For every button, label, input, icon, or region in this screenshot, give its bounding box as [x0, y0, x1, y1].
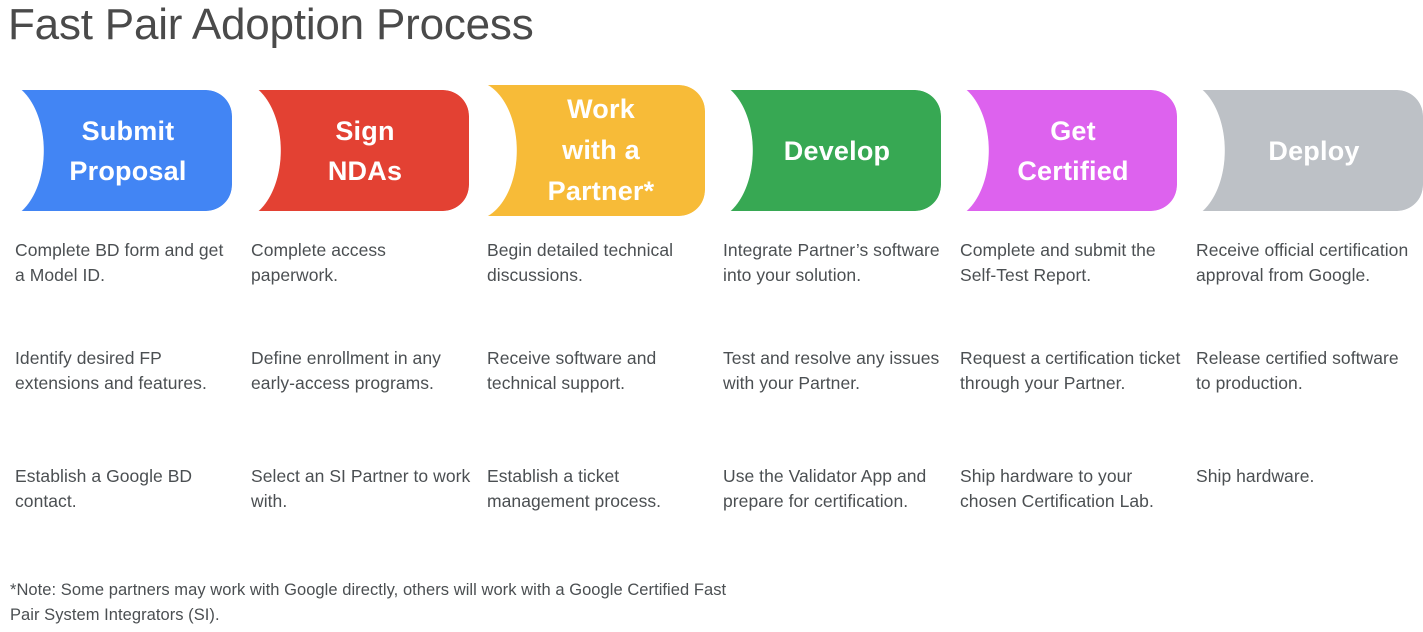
- stage-item: Establish a Google BD contact.: [15, 466, 193, 511]
- stage-item: Complete BD form and get a Model ID.: [15, 240, 224, 285]
- stage-item: Identify desired FP extensions and featu…: [15, 348, 207, 393]
- stage-item: Ship hardware to your chosen Certificati…: [960, 466, 1154, 511]
- stage-item: Select an SI Partner to work with.: [251, 466, 471, 511]
- stage-item: Integrate Partner’s software into your s…: [723, 240, 940, 285]
- stage-item: Receive software and technical support.: [487, 348, 657, 393]
- page-title: Fast Pair Adoption Process: [8, 0, 534, 49]
- stage-banner-4[interactable]: Develop: [709, 90, 941, 211]
- stage-item: Complete and submit the Self-Test Report…: [960, 240, 1156, 285]
- stage-banner-label: Submit Proposal: [69, 115, 187, 186]
- stage-item: Ship hardware.: [1196, 466, 1315, 486]
- stage-item: Use the Validator App and prepare for ce…: [723, 466, 927, 511]
- stage-item: Receive official certification approval …: [1196, 240, 1409, 285]
- stage-item: Release certified software to production…: [1196, 348, 1399, 393]
- stage-banner-label: Develop: [783, 135, 891, 166]
- process-stage-banners: Submit Proposal Sign NDAs Work with a Part…: [0, 85, 1423, 216]
- stage-banner-1[interactable]: Submit Proposal: [0, 90, 232, 211]
- stage-banner-3[interactable]: Work with a Partner*: [473, 85, 705, 216]
- stage-banner-label: Deploy: [1268, 135, 1360, 166]
- stage-item: Complete access paperwork.: [251, 240, 386, 285]
- stage-banner-6[interactable]: Deploy: [1181, 90, 1423, 211]
- footnote-note: *Note: Some partners may work with Googl…: [10, 581, 727, 624]
- stage-item: Begin detailed technical discussions.: [487, 240, 674, 285]
- stage-item: Establish a ticket management process.: [487, 466, 662, 511]
- stage-item: Define enrollment in any early-access pr…: [251, 348, 441, 393]
- stage-banner-5[interactable]: Get Certified: [945, 90, 1177, 211]
- stage-banner-label: Get Certified: [1017, 115, 1129, 186]
- stage-banner-label: Work with a Partner*: [547, 94, 655, 206]
- stage-banner-label: Sign NDAs: [327, 115, 403, 186]
- stage-item: Request a certification ticket through y…: [960, 348, 1181, 393]
- process-stage-columns: Complete BD form and get a Model ID. Iden…: [0, 238, 1423, 568]
- stage-item: Test and resolve any issues with your Pa…: [723, 348, 940, 393]
- stage-banner-2[interactable]: Sign NDAs: [237, 90, 469, 211]
